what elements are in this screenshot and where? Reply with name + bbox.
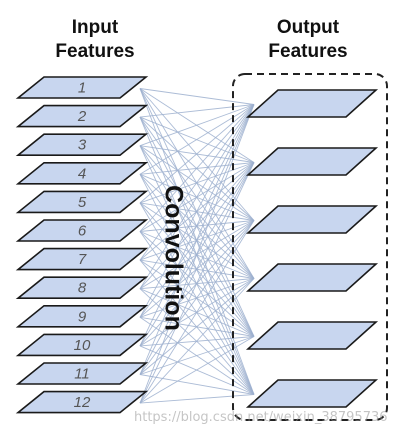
input-feature-plane [15, 304, 149, 328]
connection-line [139, 88, 255, 105]
output-feature-plane [245, 379, 379, 408]
output-feature-plane [245, 263, 379, 292]
input-feature-plane [15, 276, 149, 300]
connection-line [139, 278, 255, 375]
input-feature-plane [15, 104, 149, 128]
input-feature-label: 5 [78, 194, 87, 211]
connection-line [139, 220, 255, 404]
connection-line [139, 104, 255, 204]
connection-line [139, 104, 255, 375]
input-feature-plane [15, 247, 149, 271]
watermark-text: https://blog.csdn.net/weixin_38795736 [134, 410, 388, 425]
output-feature-plane [245, 89, 379, 118]
output-feature-plane [245, 147, 379, 176]
input-feature-label: 11 [74, 365, 90, 382]
input-feature-label: 7 [78, 251, 87, 268]
connection-line [139, 104, 255, 347]
connection-line [139, 336, 255, 404]
connection-line [139, 104, 255, 118]
input-feature-plane [15, 76, 149, 99]
connection-line [139, 374, 255, 395]
connection-line [139, 394, 255, 404]
input-feature-label: 6 [78, 222, 87, 239]
input-header-line1: Input [71, 17, 119, 38]
input-feature-plane [15, 390, 149, 414]
input-feature-plane [15, 362, 149, 385]
connection-line [139, 104, 255, 404]
convolution-label: Convolution [159, 185, 187, 331]
output-features-header: Output Features [250, 16, 366, 64]
connection-line [139, 104, 255, 147]
input-feature-label: 12 [74, 394, 91, 411]
input-feature-label: 10 [74, 337, 91, 354]
input-feature-plane [15, 190, 149, 214]
output-feature-plane [245, 205, 379, 234]
connection-line [139, 162, 255, 404]
input-feature-plane [15, 219, 149, 242]
connection-line [139, 278, 255, 404]
connection-line [139, 104, 255, 289]
input-feature-label: 1 [78, 79, 86, 96]
input-feature-label: 8 [78, 280, 87, 297]
output-header-line2: Features [268, 41, 348, 62]
connection-line [139, 104, 255, 175]
connection-line [139, 104, 255, 232]
input-feature-label: 9 [78, 308, 87, 325]
input-feature-label: 3 [78, 137, 87, 154]
input-feature-plane [15, 133, 149, 156]
input-feature-label: 4 [78, 165, 86, 182]
output-feature-plane [245, 321, 379, 350]
input-feature-label: 2 [77, 108, 87, 125]
input-features-header: Input Features [40, 16, 150, 64]
output-group-dashed-box [232, 73, 388, 421]
connection-lines [139, 88, 255, 404]
input-feature-plane [15, 162, 149, 185]
input-feature-plane [15, 333, 149, 357]
connection-line [139, 162, 255, 375]
output-header-line1: Output [276, 17, 340, 38]
connection-line [139, 104, 255, 261]
input-header-line2: Features [55, 41, 135, 62]
connection-line [139, 104, 255, 318]
connection-line [139, 220, 255, 375]
connection-line [139, 336, 255, 375]
output-feature-planes [245, 89, 379, 408]
